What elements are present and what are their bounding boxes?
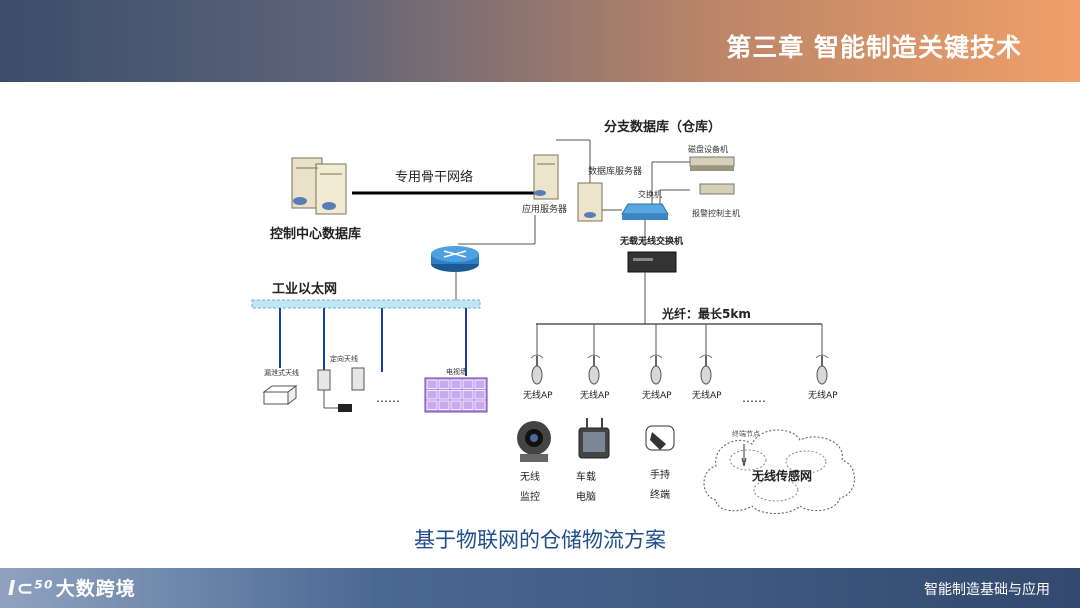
alarm-host-label: 报警控制主机: [692, 208, 740, 218]
wireless-monitor-icon: [517, 421, 551, 462]
tv-wall-screen: [438, 379, 450, 389]
wireless-switch-icon: [627, 251, 677, 273]
alarm-host-icon: [699, 183, 735, 195]
backbone-label: 专用骨干网络: [395, 169, 473, 185]
tv-wall-screen: [474, 390, 486, 400]
wireless-switch-label: 无载无线交换机: [619, 235, 683, 247]
tv-wall-label: 电视墙: [446, 367, 467, 376]
leaky-antenna-icon: [262, 385, 298, 405]
vehicle-computer-label-2: 电脑: [576, 490, 596, 503]
sensor-network-label: 无线传感网: [751, 468, 812, 483]
control-center-label: 控制中心数据库: [270, 226, 361, 242]
disk-backup-icon: [689, 156, 735, 171]
wireless-ap-label: 无线AP: [523, 389, 553, 401]
wireless-ap-label: 无线AP: [642, 389, 672, 401]
app-server-icon: [533, 154, 559, 200]
course-name: 智能制造基础与应用: [924, 582, 1050, 598]
tv-wall-screen: [474, 400, 486, 410]
branch-db-label: 分支数据库（仓库）: [604, 119, 721, 135]
tv-wall-screen: [426, 400, 438, 410]
diagram-caption: 基于物联网的仓储物流方案: [414, 528, 666, 552]
chapter-title: 第三章 智能制造关键技术: [726, 33, 1022, 62]
logo-mark: I⊂⁵⁰: [8, 576, 54, 600]
vehicle-computer-icon: [578, 418, 610, 459]
wireless-ap-icon: [815, 354, 829, 385]
disk-backup-label: 磁盘设备机: [688, 144, 728, 154]
wireless-monitor-label-1: 无线: [520, 470, 540, 483]
wireless-monitor-label-2: 监控: [520, 490, 540, 503]
wireless-ap-icon: [699, 354, 713, 385]
fiber-label: 光纤：最长5km: [661, 306, 751, 321]
tv-wall-screen: [438, 390, 450, 400]
tv-wall-screen: [474, 379, 486, 389]
sensor-network-cloud: [703, 429, 855, 514]
wireless-ap-icon: [530, 354, 544, 385]
ethernet-ellipsis: ……: [376, 391, 400, 405]
tv-wall-screen: [462, 400, 474, 410]
switch-label: 交换机: [638, 189, 662, 199]
tv-wall-icon: [424, 377, 488, 413]
tv-wall-screen: [438, 400, 450, 410]
ethernet-bus: [251, 299, 481, 309]
tv-wall-screen: [462, 390, 474, 400]
tv-wall-screen: [450, 390, 462, 400]
wireless-ap-group: 无线AP 无线AP 无线AP 无线AP 无线AP: [523, 324, 838, 401]
tv-wall-screen: [426, 390, 438, 400]
control-center-server-icon: [291, 157, 347, 215]
router-icon: [431, 246, 479, 272]
tv-wall-screen: [450, 379, 462, 389]
industrial-ethernet-label: 工业以太网: [272, 281, 337, 297]
wireless-ap-icon: [587, 354, 601, 385]
ap-ellipsis: ……: [742, 391, 766, 405]
wireless-ap-label: 无线AP: [580, 389, 610, 401]
tv-wall-screen: [462, 379, 474, 389]
handheld-terminal-label-2: 终端: [650, 488, 670, 501]
switch-icon: [621, 203, 669, 220]
wireless-ap-label: 无线AP: [808, 389, 838, 401]
handheld-terminal-label-1: 手持: [650, 468, 670, 481]
sensor-node-label: 终端节点: [732, 429, 760, 438]
directional-antenna-icon: [317, 367, 365, 412]
tv-wall-screen: [450, 400, 462, 410]
db-server-icon: [577, 182, 603, 222]
handheld-terminal-icon: [645, 425, 675, 451]
wireless-ap-icon: [649, 354, 663, 385]
header-bar: 第三章 智能制造关键技术: [0, 0, 1080, 82]
tv-wall-screen: [426, 379, 438, 389]
directional-antenna-label: 定向天线: [330, 354, 358, 363]
logo-text: 大数跨境: [55, 578, 136, 600]
wireless-ap-label: 无线AP: [692, 389, 722, 401]
db-server-label: 数据库服务器: [588, 165, 642, 177]
vehicle-computer-label-1: 车载: [576, 470, 596, 483]
leaky-antenna-label: 漏泄式天线: [264, 368, 299, 377]
app-server-label: 应用服务器: [522, 203, 567, 215]
